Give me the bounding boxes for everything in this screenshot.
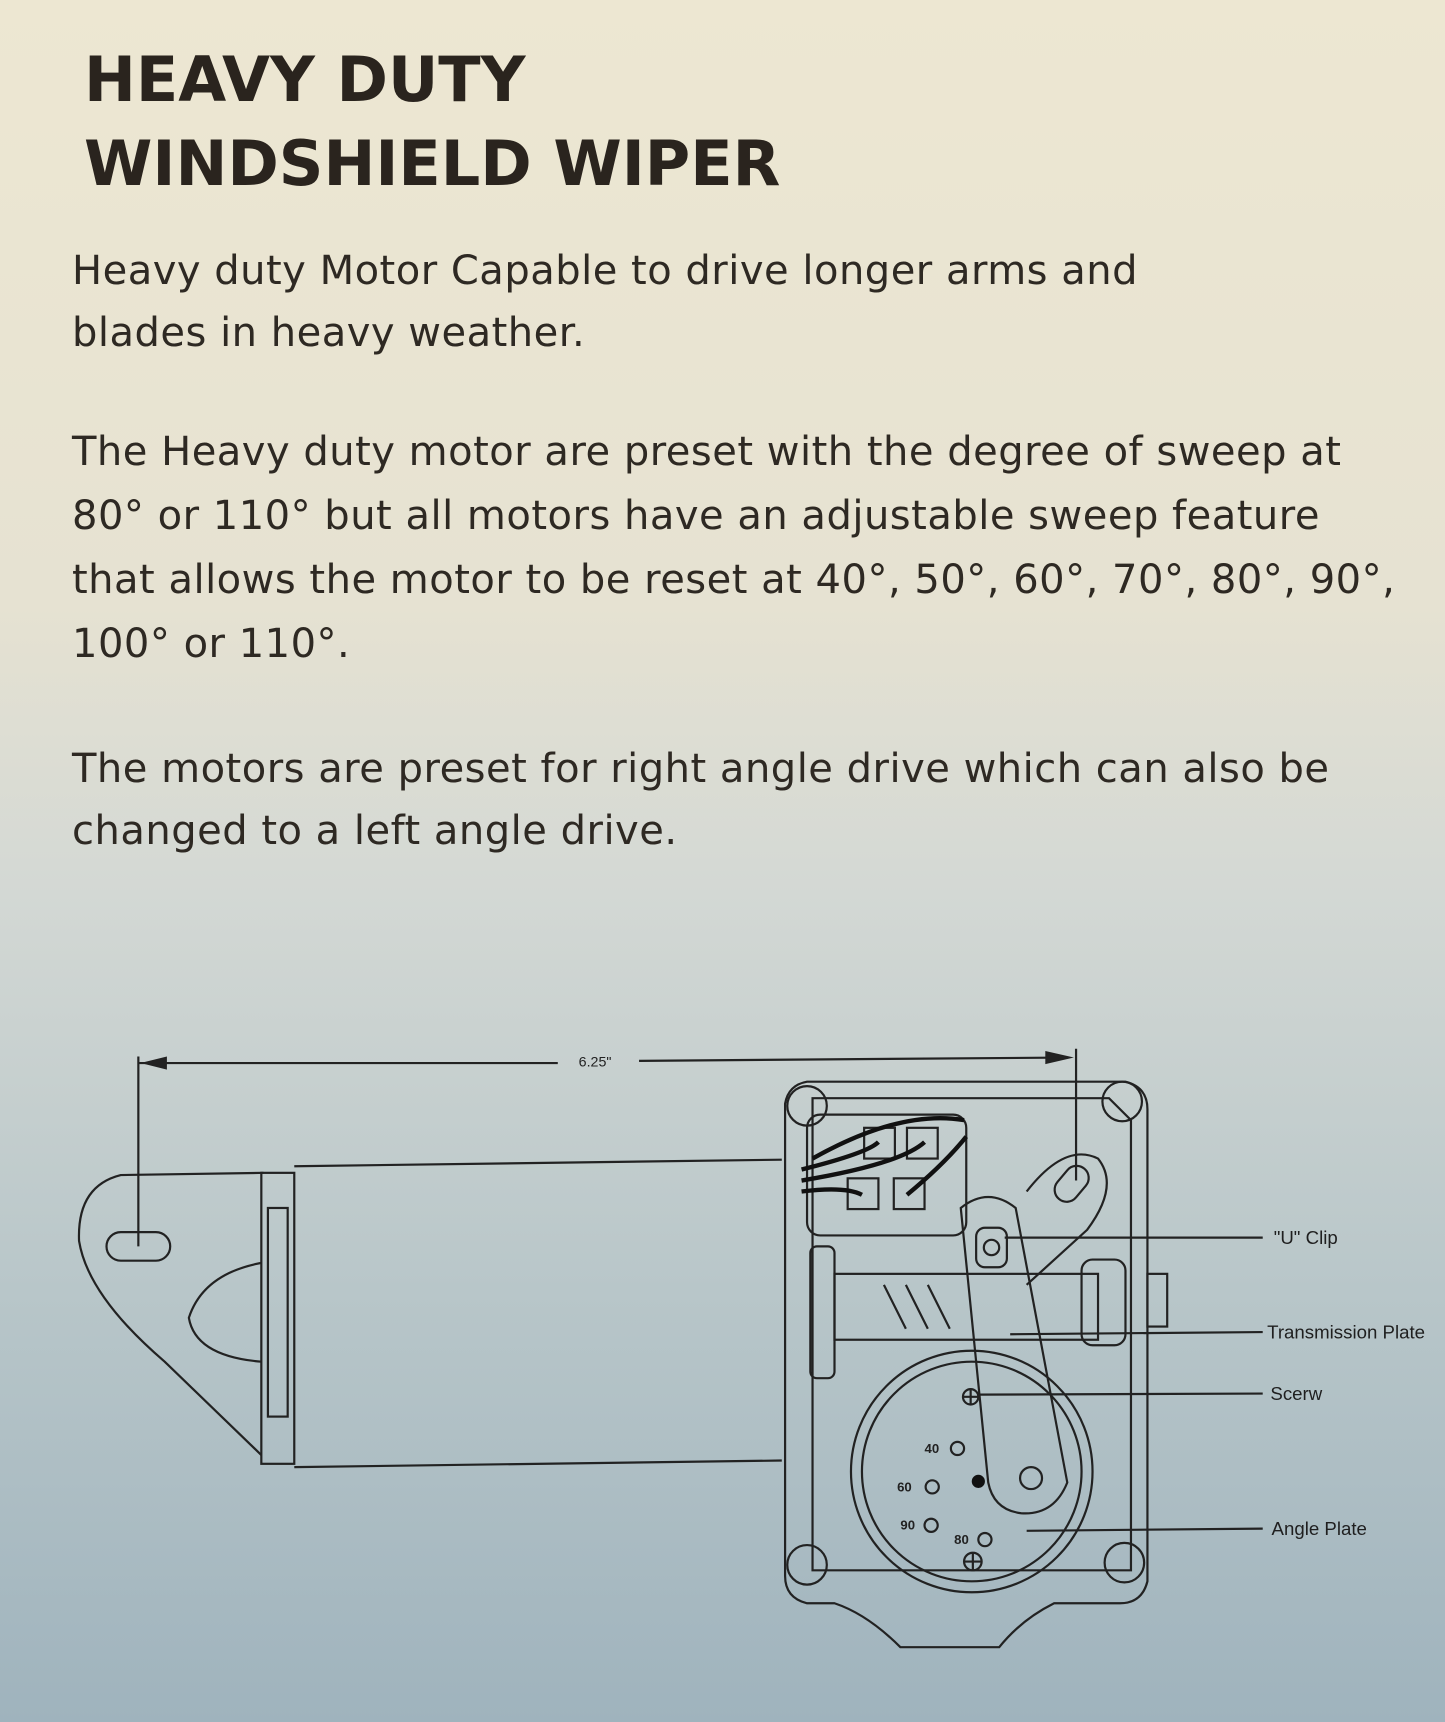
angle-mark-40: 40: [925, 1441, 940, 1456]
transmission-plate-label: Transmission Plate: [1267, 1322, 1425, 1343]
gearbox: 40 60 90 80: [783, 1080, 1169, 1649]
angle-mark-90: 90: [900, 1518, 915, 1533]
mounting-flange: [77, 1171, 264, 1456]
drive-paragraph: The motors are preset for right angle dr…: [72, 746, 1330, 854]
intro-paragraph: Heavy duty Motor Capable to drive longer…: [72, 248, 1138, 356]
sweep-paragraph: The Heavy duty motor are preset with the…: [72, 429, 1396, 667]
angle-mark-60: 60: [897, 1479, 912, 1494]
angle-plate-label: Angle Plate: [1272, 1518, 1367, 1539]
motor-body: [260, 1158, 782, 1469]
dimension-line: 6.25": [137, 1048, 1078, 1247]
title-line-1: HEAVY DUTY: [84, 43, 526, 116]
u-clip-label: "U" Clip: [1274, 1227, 1338, 1248]
dimension-label: 6.25": [579, 1054, 612, 1070]
page-title: HEAVY DUTY WINDSHIELD WIPER: [84, 38, 780, 206]
callouts: "U" Clip Transmission Plate Scerw Angle …: [977, 1227, 1425, 1539]
screw-label: Scerw: [1270, 1383, 1322, 1404]
angle-mark-80: 80: [954, 1532, 969, 1547]
title-line-2: WINDSHIELD WIPER: [84, 127, 781, 200]
